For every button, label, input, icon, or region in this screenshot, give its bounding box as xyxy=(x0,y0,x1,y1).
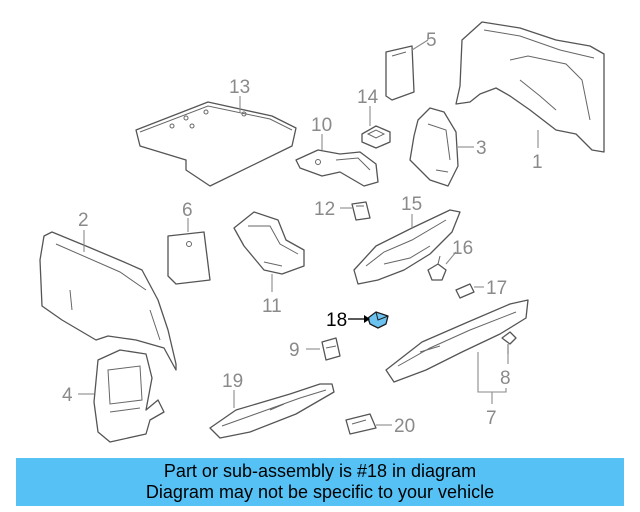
parts-diagram: 13 5 1 14 3 10 xyxy=(39,21,605,443)
part-4-storage-bin: 4 xyxy=(62,349,165,443)
callout-10: 10 xyxy=(311,115,332,136)
part-9-clip: 9 xyxy=(289,337,341,361)
callout-16: 16 xyxy=(452,238,473,259)
part-6-access-panel: 6 xyxy=(167,200,211,285)
part-16-hook: 16 xyxy=(427,238,473,281)
callout-18: 18 xyxy=(326,310,347,331)
part-10-support-bracket: 10 xyxy=(295,115,379,187)
part-1-quarter-trim-panel: 1 xyxy=(455,21,605,173)
part-20-handle: 20 xyxy=(345,413,415,437)
callout-13: 13 xyxy=(229,77,250,98)
part-19-cargo-cover: 19 xyxy=(209,371,335,439)
callout-17: 17 xyxy=(486,278,507,299)
callout-12: 12 xyxy=(314,199,335,220)
part-5-cover-panel: 5 xyxy=(385,30,437,101)
callout-20: 20 xyxy=(394,416,415,437)
callout-4: 4 xyxy=(62,385,73,406)
callout-5: 5 xyxy=(426,30,437,51)
callout-11: 11 xyxy=(262,296,282,317)
part-18-highlighted-clip: 18 xyxy=(326,310,389,331)
part-12-clip: 12 xyxy=(314,199,371,221)
banner-line-1: Part or sub-assembly is #18 in diagram xyxy=(163,461,477,481)
info-banner: Part or sub-assembly is #18 in diagram D… xyxy=(16,458,624,506)
part-17-clip: 17 xyxy=(455,278,507,299)
callout-15: 15 xyxy=(401,194,422,215)
part-13-floor-panel: 13 xyxy=(135,77,297,187)
part-15-sill-trim: 15 xyxy=(353,194,461,285)
banner-line-2: Diagram may not be specific to your vehi… xyxy=(145,482,495,502)
part-8-push-pin: 8 xyxy=(500,331,517,389)
part-7-sill-plate: 7 xyxy=(385,299,529,429)
callout-3: 3 xyxy=(476,138,487,159)
callout-6: 6 xyxy=(182,200,193,221)
callout-14: 14 xyxy=(357,87,379,108)
callout-8: 8 xyxy=(500,368,511,389)
callout-19: 19 xyxy=(222,371,243,392)
part-3-trim-piece: 3 xyxy=(409,107,487,187)
callout-9: 9 xyxy=(289,340,300,361)
callout-2: 2 xyxy=(78,210,89,231)
part-14-bracket: 14 xyxy=(357,87,391,149)
part-2-quarter-trim-left: 2 xyxy=(39,210,177,371)
part-11-floor-bracket: 11 xyxy=(233,211,305,317)
callout-7: 7 xyxy=(486,408,497,429)
callout-1: 1 xyxy=(532,152,543,173)
